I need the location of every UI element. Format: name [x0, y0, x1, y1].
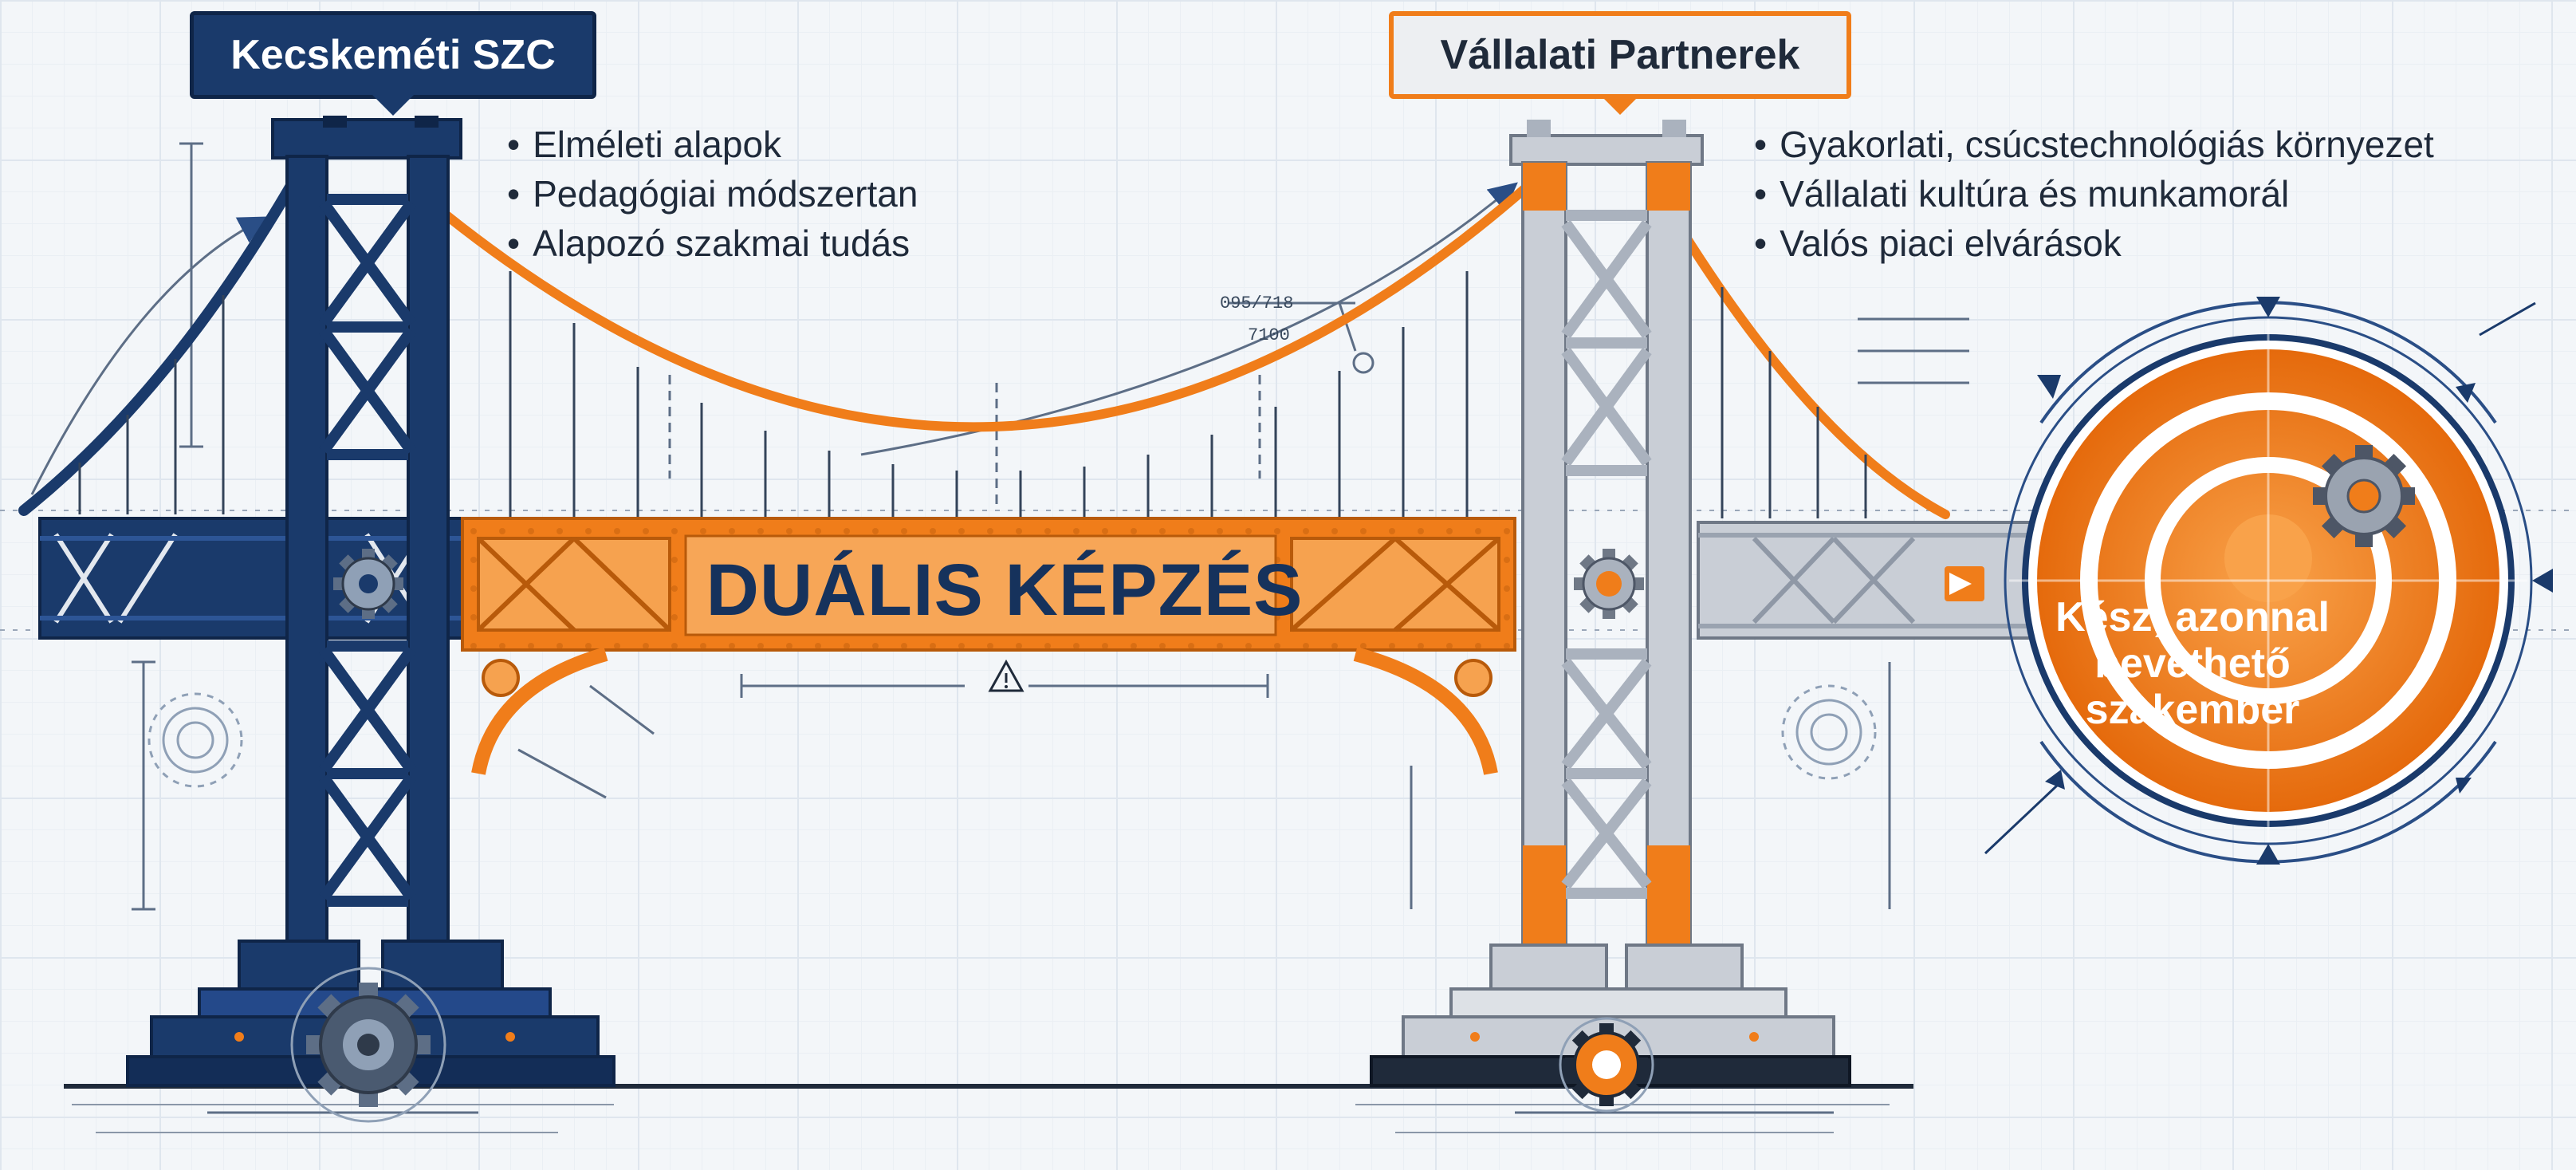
- foundation-left: [126, 940, 615, 1087]
- annotation-text: 7100: [1248, 325, 1290, 345]
- result-label: Kész, azonnal bevethető szakember: [2041, 594, 2344, 733]
- school-bullet: Pedagógiai módszertan: [507, 169, 918, 219]
- target-icon: [1984, 297, 2553, 865]
- school-label: Kecskeméti SZC: [190, 11, 596, 116]
- gear-icon: [147, 692, 243, 788]
- school-bullet: Alapozó szakmai tudás: [507, 219, 918, 268]
- result-line: Kész, azonnal: [2055, 594, 2330, 640]
- cable-main-span: [442, 179, 1536, 432]
- tower-right: [1509, 120, 1704, 954]
- gear-icon: [290, 967, 446, 1123]
- partners-label-pointer: [1599, 94, 1641, 115]
- cable-left-backstay: [18, 138, 321, 516]
- partners-bullets: Gyakorlati, csúcstechnológiás környezet …: [1754, 120, 2434, 268]
- warning-icon: [988, 659, 1025, 692]
- partners-bullet: Valós piaci elvárások: [1754, 219, 2434, 268]
- bridge-title: DUÁLIS KÉPZÉS: [706, 549, 1304, 631]
- dimension-lines: [30, 142, 1969, 1114]
- result-line: bevethető: [2094, 640, 2291, 687]
- arch-orange: [471, 647, 1498, 775]
- annotation-text: 095/718: [1220, 293, 1294, 313]
- school-title: Kecskeméti SZC: [230, 32, 556, 78]
- gear-icon: [1574, 549, 1644, 619]
- gear-icon: [1781, 684, 1877, 780]
- school-bullets: Elméleti alapok Pedagógiai módszertan Al…: [507, 120, 918, 268]
- result-line: szakember: [2085, 687, 2300, 733]
- gear-icon: [333, 549, 403, 619]
- partners-title: Vállalati Partnerek: [1440, 32, 1800, 78]
- deck-orange: [461, 517, 1516, 652]
- partners-label: Vállalati Partnerek: [1389, 11, 1851, 115]
- arrow-right-icon: [1945, 566, 1984, 601]
- hangers: [78, 271, 1867, 518]
- partners-bullet: Gyakorlati, csúcstechnológiás környezet: [1754, 120, 2434, 169]
- cable-right-backstay: [1677, 227, 1950, 519]
- school-label-pointer: [372, 95, 414, 116]
- gear-icon: [1559, 1017, 1654, 1113]
- gear-icon: [2313, 445, 2415, 547]
- school-bullet: Elméleti alapok: [507, 120, 918, 169]
- partners-bullet: Vállalati kultúra és munkamorál: [1754, 169, 2434, 219]
